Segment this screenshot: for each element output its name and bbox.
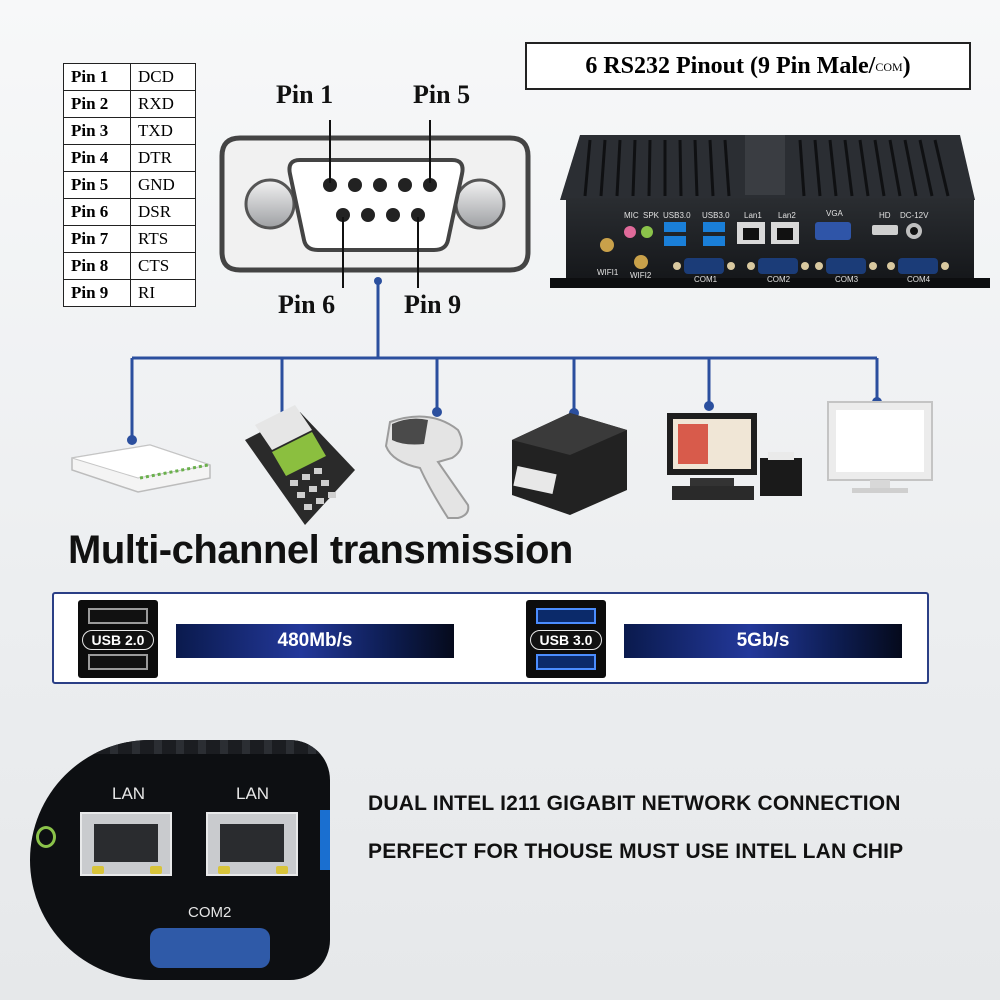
pin-signal: CTS: [130, 252, 196, 280]
com2-port-icon: [150, 928, 270, 968]
port-label-lan2: Lan2: [778, 211, 796, 220]
lan-label-1: LAN: [112, 784, 146, 803]
usb3-slot-bottom: [536, 654, 596, 670]
usb3-slot-top: [536, 608, 596, 624]
port-label-hd: HD: [879, 211, 891, 220]
usb2-label: USB 2.0: [82, 630, 154, 650]
usb-speed-panel: USB 2.0 480Mb/s USB 3.0 5Gb/s: [52, 592, 929, 684]
barcode-scanner-icon: [384, 415, 470, 519]
router-icon: [71, 444, 211, 493]
fanless-mini-pc-icon: [550, 135, 990, 288]
pin-number: Pin 1: [63, 63, 131, 91]
pin-number: Pin 7: [63, 225, 131, 253]
pc-port-labels: MIC SPK USB3.0 USB3.0 Lan1 Lan2 VGA HD D…: [0, 0, 1000, 300]
bus-nodes: [127, 277, 882, 445]
port-label-com4: COM4: [907, 275, 931, 284]
port-label-spk: SPK: [643, 211, 660, 220]
pin-number: Pin 9: [63, 279, 131, 307]
port-label-usb-b: USB3.0: [702, 211, 730, 220]
title-com: com: [875, 56, 903, 75]
pin-number: Pin 5: [63, 171, 131, 199]
port-label-usb-a: USB3.0: [663, 211, 691, 220]
pin-signal: RI: [130, 279, 196, 307]
lan-ports-photo: LAN LAN COM2: [30, 740, 330, 980]
usb3-port-icon: USB 3.0: [526, 600, 606, 678]
port-label-wifi1: WIFI1: [597, 268, 619, 277]
connector-label-pin1: Pin 1: [276, 80, 334, 109]
port-label-mic: MIC: [624, 211, 639, 220]
port-label-com2: COM2: [767, 275, 791, 284]
usb2-speed-bar: 480Mb/s: [176, 624, 454, 658]
lan-jack-2: [206, 812, 298, 876]
usb3-edge-port: [320, 810, 330, 870]
usb2-port-icon: USB 2.0: [78, 600, 158, 678]
pin-signal: RTS: [130, 225, 196, 253]
pin-number: Pin 6: [63, 198, 131, 226]
port-label-dc: DC-12V: [900, 211, 929, 220]
pos-terminal-icon: [245, 405, 355, 525]
db9-connector-icon: [219, 120, 531, 288]
usb3-label: USB 3.0: [530, 630, 602, 650]
connector-label-pin5: Pin 5: [413, 80, 471, 109]
monitor-icon: [827, 401, 933, 493]
pin-number: Pin 4: [63, 144, 131, 172]
lan-description-line2: PERFECT FOR THOUSE MUST USE INTEL LAN CH…: [368, 840, 904, 863]
title-close: ): [902, 52, 911, 79]
usb3-speed-bar: 5Gb/s: [624, 624, 902, 658]
port-label-com3: COM3: [835, 275, 859, 284]
lan-jack-1: [80, 812, 172, 876]
connector-label-pin9: Pin 9: [404, 290, 462, 319]
lan-description-line1: DUAL INTEL I211 GIGABIT NETWORK CONNECTI…: [368, 792, 901, 815]
receipt-printer-icon: [512, 413, 627, 515]
pin-number: Pin 2: [63, 90, 131, 118]
pin-signal: DTR: [130, 144, 196, 172]
port-label-com1: COM1: [694, 275, 718, 284]
port-label-vga: VGA: [826, 209, 843, 218]
headline: Multi-channel transmission: [68, 528, 573, 572]
pin-signal: RXD: [130, 90, 196, 118]
pin-number: Pin 8: [63, 252, 131, 280]
pin-signal: DSR: [130, 198, 196, 226]
heatsink-fins: [30, 740, 330, 754]
lan-com2-label: COM2: [188, 904, 232, 921]
usb2-slot-bottom: [88, 654, 148, 670]
pin-signal: GND: [130, 171, 196, 199]
pos-system-icon: [667, 413, 802, 500]
connector-label-pin6: Pin 6: [278, 290, 336, 319]
port-label-wifi2: WIFI2: [630, 271, 652, 280]
title-main: 6 RS232 Pinout (9 Pin Male/: [585, 52, 876, 79]
serial-bus-wires: [130, 280, 879, 440]
power-led-icon: [36, 826, 56, 848]
port-label-lan1: Lan1: [744, 211, 762, 220]
pin-signal: TXD: [130, 117, 196, 145]
lan-label-2: LAN: [236, 784, 270, 803]
rs232-title-box: 6 RS232 Pinout (9 Pin Male/com): [525, 42, 971, 90]
usb2-slot-top: [88, 608, 148, 624]
